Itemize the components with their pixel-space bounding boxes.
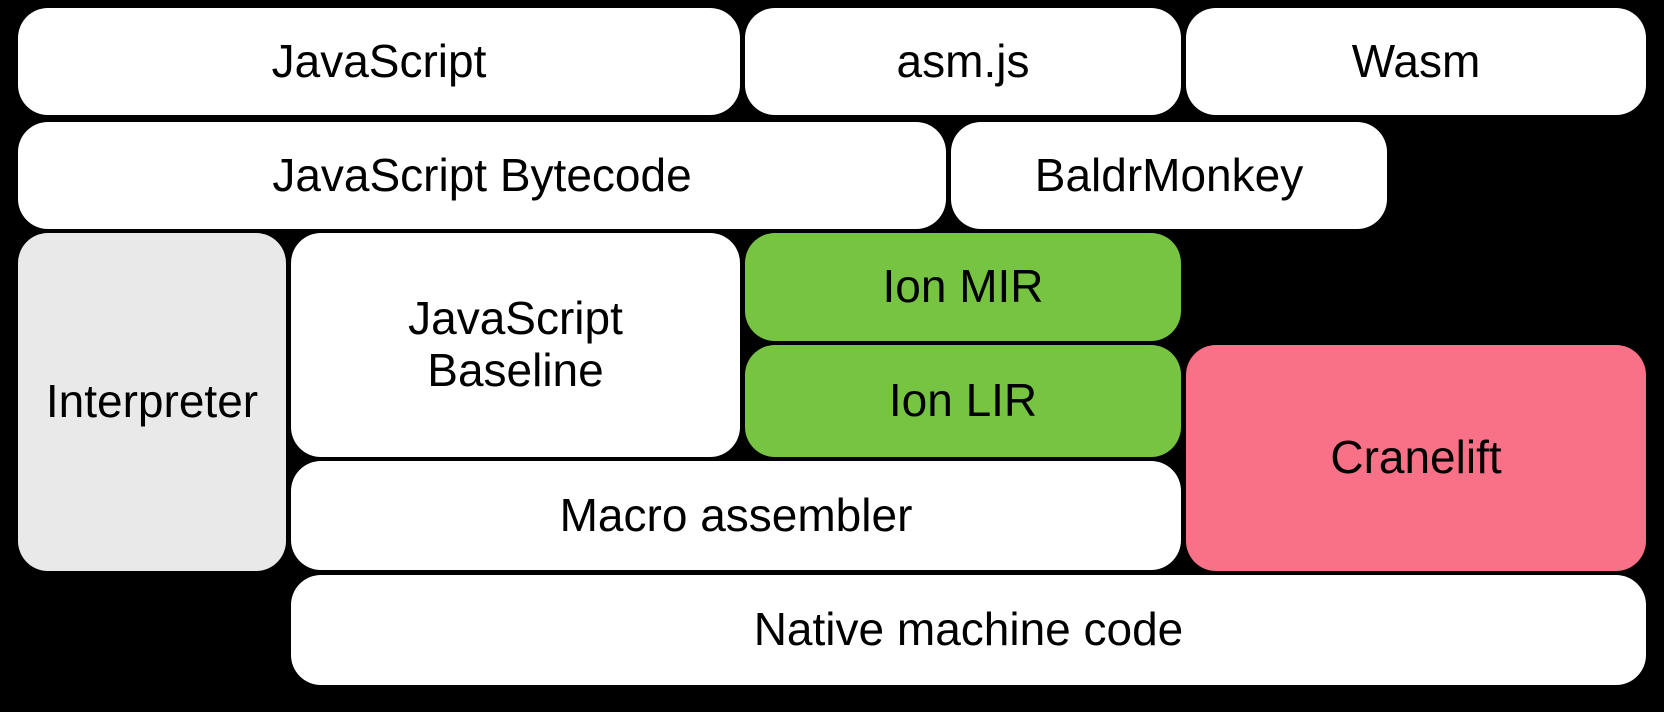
block-wasm: Wasm [1186,8,1646,115]
block-native-machine-code: Native machine code [291,575,1646,685]
block-javascript-bytecode: JavaScript Bytecode [18,122,946,229]
block-ion-lir: Ion LIR [745,345,1181,457]
block-interpreter: Interpreter [18,233,286,571]
block-ion-mir: Ion MIR [745,233,1181,341]
block-asm-js: asm.js [745,8,1181,115]
block-macro-assembler: Macro assembler [291,461,1181,570]
block-javascript: JavaScript [18,8,740,115]
block-cranelift: Cranelift [1186,345,1646,571]
block-javascript-baseline: JavaScript Baseline [291,233,740,457]
block-baldrmonkey: BaldrMonkey [951,122,1387,229]
